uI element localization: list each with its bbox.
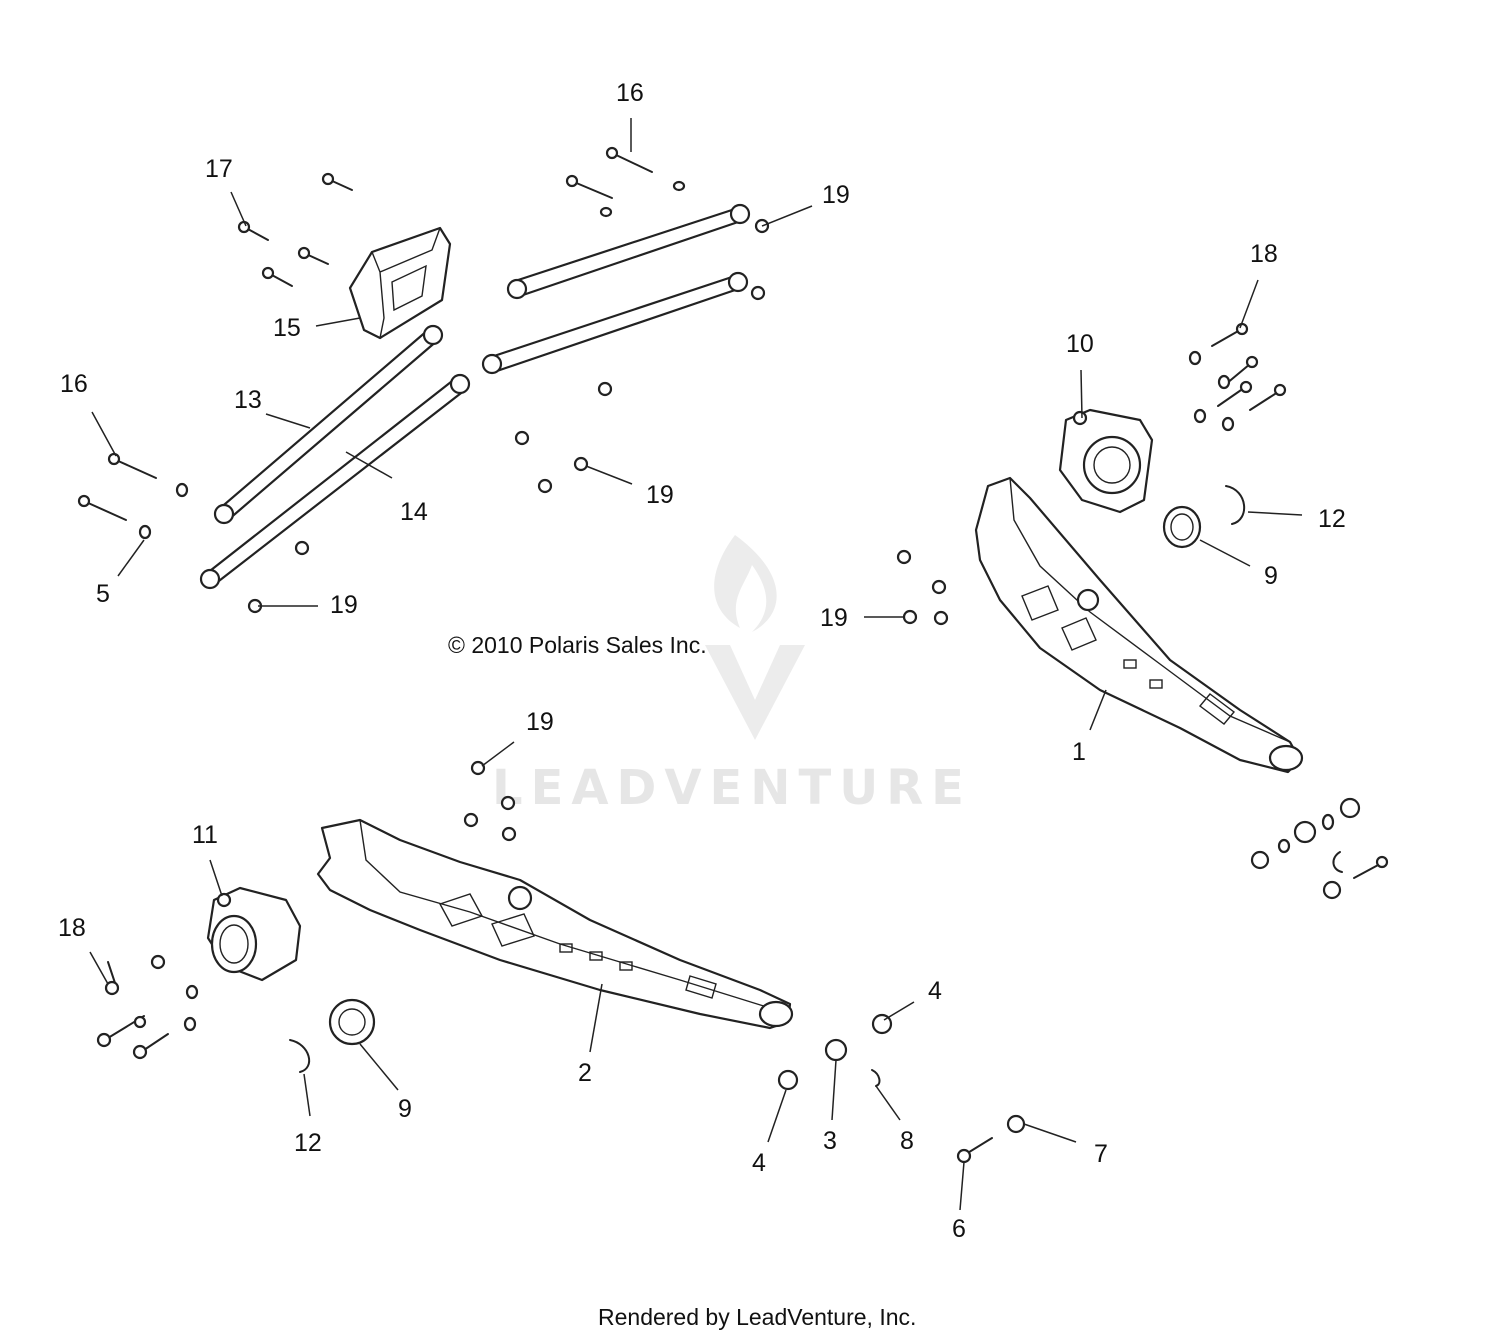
flame-v-logo-icon xyxy=(705,535,805,740)
callout-1: 1 xyxy=(1072,738,1086,766)
right-bushings xyxy=(1250,797,1389,900)
link-rods xyxy=(199,203,751,590)
callout-14: 14 xyxy=(400,498,428,526)
callout-16-top: 16 xyxy=(616,79,644,107)
callout-16-left: 16 xyxy=(60,370,88,398)
callout-19-top: 19 xyxy=(822,181,850,209)
callout-6: 6 xyxy=(952,1215,966,1243)
copyright-notice: © 2010 Polaris Sales Inc. xyxy=(448,632,707,658)
callout-19-mid: 19 xyxy=(646,481,674,509)
watermark-text: LEADVENTURE xyxy=(492,760,972,816)
part-1-trailing-arm xyxy=(974,476,1304,774)
part-10-hub xyxy=(1058,408,1154,514)
footer-credit: Rendered by LeadVenture, Inc. xyxy=(598,1304,916,1330)
callout-5: 5 xyxy=(96,580,110,608)
callout-8: 8 xyxy=(900,1127,914,1155)
callout-4-right: 4 xyxy=(928,977,942,1005)
callout-18-right: 18 xyxy=(1250,240,1278,268)
part-15-bracket xyxy=(348,226,452,340)
callout-13: 13 xyxy=(234,386,262,414)
callout-9-right: 9 xyxy=(1264,562,1278,590)
callout-19-left: 19 xyxy=(330,591,358,619)
callout-9-left: 9 xyxy=(398,1095,412,1123)
part-11-hub xyxy=(206,886,302,982)
callout-19-right: 19 xyxy=(820,604,848,632)
right-hardware xyxy=(896,322,1287,626)
callout-11: 11 xyxy=(192,821,218,849)
callout-labels: 16 17 19 15 13 14 16 5 19 19 18 10 12 9 … xyxy=(58,79,1346,1243)
callout-17: 17 xyxy=(205,155,233,183)
bottom-hardware xyxy=(777,1013,1026,1164)
callout-3: 3 xyxy=(823,1127,837,1155)
callout-4-left: 4 xyxy=(752,1149,766,1177)
callout-12-left: 12 xyxy=(294,1129,322,1157)
callout-10: 10 xyxy=(1066,330,1094,358)
callout-18-left: 18 xyxy=(58,914,86,942)
left-lower-hardware xyxy=(96,954,376,1073)
callout-15: 15 xyxy=(273,314,301,342)
part-2-trailing-arm xyxy=(316,818,794,1030)
leadventure-watermark: LEADVENTURE xyxy=(492,535,972,816)
callout-2: 2 xyxy=(578,1059,592,1087)
callout-19-center: 19 xyxy=(526,708,554,736)
nuts-19-center xyxy=(463,760,517,842)
left-bolts xyxy=(77,381,613,614)
leader-lines xyxy=(89,118,1303,1211)
callout-7: 7 xyxy=(1094,1140,1108,1168)
callout-12-right: 12 xyxy=(1318,505,1346,533)
